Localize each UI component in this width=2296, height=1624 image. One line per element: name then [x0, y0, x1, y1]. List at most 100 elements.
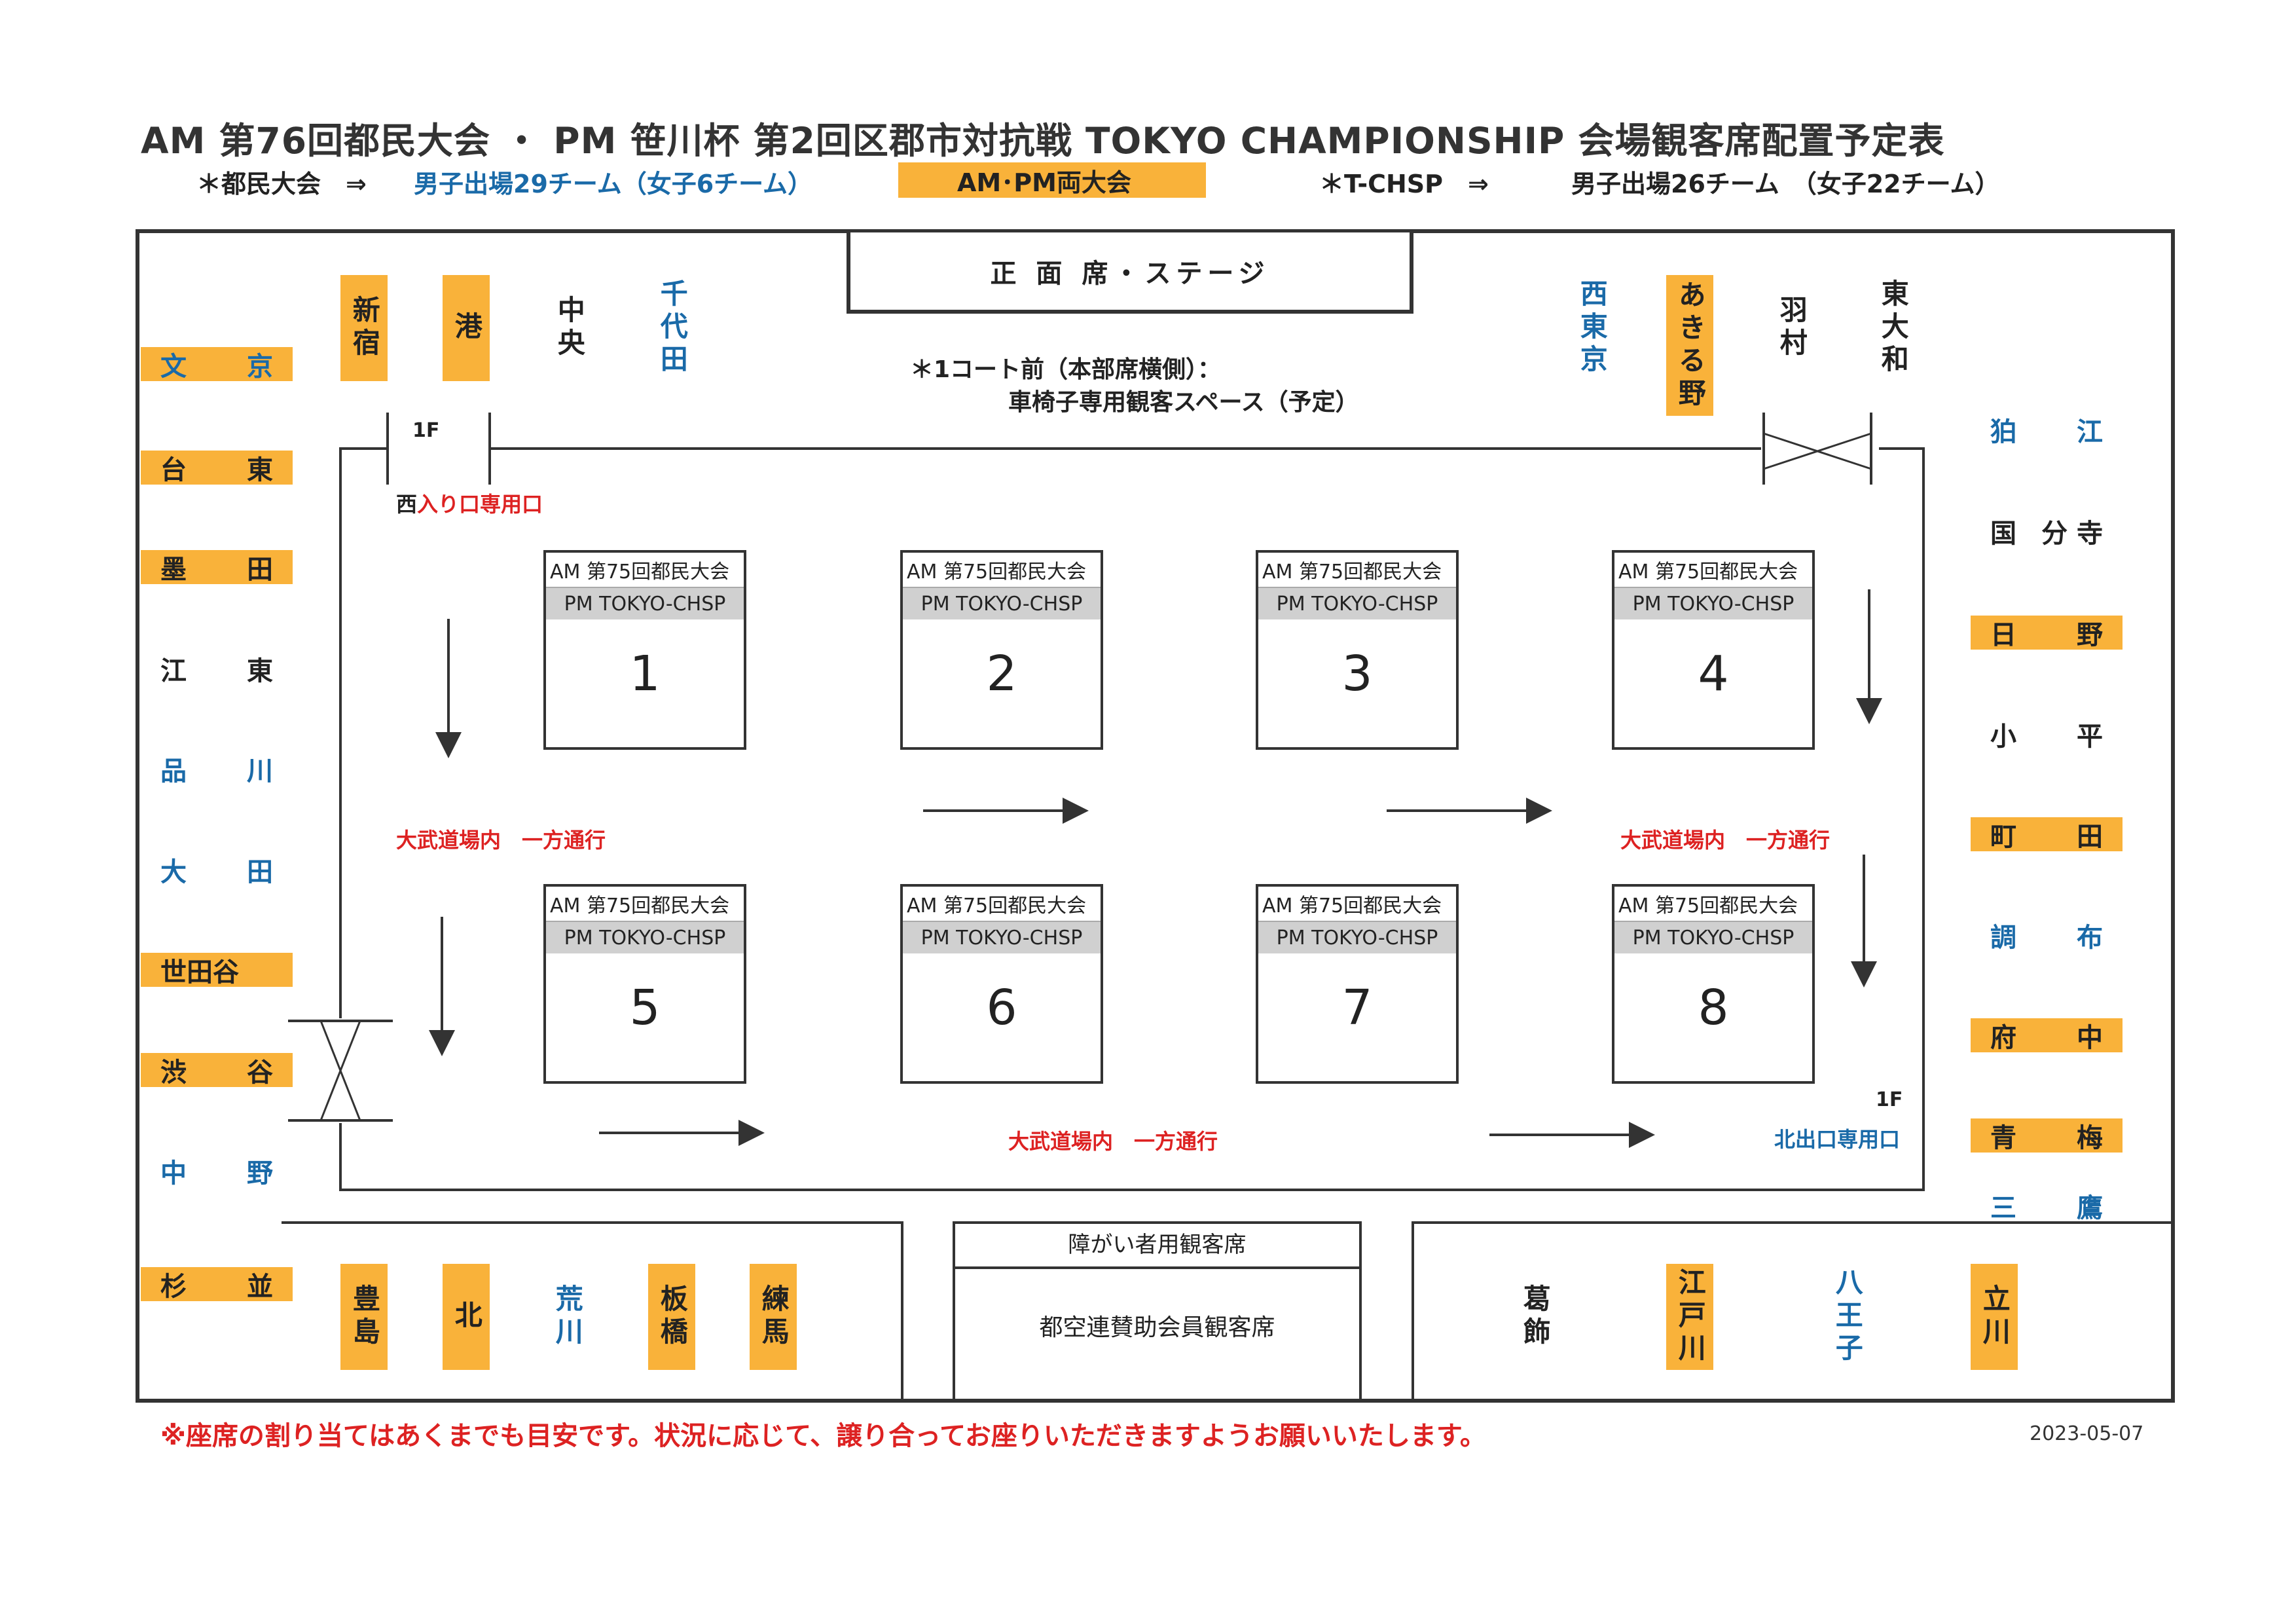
- seat-koto: 江東: [160, 656, 273, 686]
- oneway-label-east: 大武道場内 一方通行: [1620, 828, 1831, 853]
- seat-shibuya: 渋谷: [141, 1053, 293, 1088]
- seat-sumida: 墨田: [141, 550, 293, 585]
- bottom-left-seat-line: [282, 1221, 903, 1224]
- court-number: 7: [1341, 980, 1373, 1036]
- member-seats-label: 都空連賛助会員観客席: [1039, 1314, 1275, 1341]
- seat-minato: 港: [443, 275, 490, 381]
- west-entrance-gap: [386, 413, 491, 485]
- west-entrance-label: 西入り口専用口: [396, 492, 543, 517]
- court-pm-label: PM TOKYO-CHSP: [1614, 588, 1812, 619]
- court-7: AM 第75回都民大会 PM TOKYO-CHSP 7: [1256, 884, 1459, 1084]
- north-exit-floor: 1F: [1876, 1088, 1903, 1111]
- closed-door-northeast-icon: [1761, 413, 1879, 485]
- court-number: 5: [629, 980, 661, 1036]
- arena-left-wall: [339, 447, 342, 1190]
- seat-arakawa: 荒川: [551, 1284, 584, 1350]
- bottom-right-seat-line: [1414, 1221, 2174, 1224]
- seat-machida: 町田: [1971, 817, 2123, 852]
- accessible-seats-label: 障がい者用観客席: [955, 1224, 1359, 1269]
- seat-nishitokyo: 西東京: [1576, 279, 1609, 377]
- seat-chofu: 調布: [1990, 923, 2103, 953]
- seat-shinjuku: 新宿: [340, 275, 388, 381]
- court-pm-label: PM TOKYO-CHSP: [546, 922, 744, 953]
- bottom-right-seat-edge: [1412, 1221, 1414, 1403]
- north-exit-label: 北出口専用口: [1774, 1127, 1901, 1152]
- court-am-label: AM 第75回都民大会: [1614, 553, 1812, 588]
- court-number: 1: [629, 646, 661, 702]
- court-pm-label: PM TOKYO-CHSP: [546, 588, 744, 619]
- seat-higashiyamato: 東大和: [1877, 279, 1910, 377]
- wheelchair-note-line2: 車椅子専用観客スペース（予定）: [1008, 389, 1359, 416]
- seat-ota: 大田: [160, 857, 273, 887]
- court-pm-label: PM TOKYO-CHSP: [903, 588, 1101, 619]
- seat-taito: 台東: [141, 451, 293, 485]
- seat-ome: 青梅: [1971, 1118, 2123, 1153]
- seat-kita: 北: [443, 1264, 490, 1370]
- seat-mitaka: 三鷹: [1990, 1193, 2103, 1223]
- court-1: AM 第75回都民大会 PM TOKYO-CHSP 1: [543, 550, 746, 750]
- closed-door-west-icon: [288, 1018, 393, 1123]
- seat-tachikawa: 立川: [1971, 1264, 2018, 1370]
- court-number: 8: [1698, 980, 1729, 1036]
- arena-right-wall: [1922, 447, 1925, 1190]
- court-2: AM 第75回都民大会 PM TOKYO-CHSP 2: [900, 550, 1103, 750]
- wheelchair-note-line1: ＊1コート前（本部席横側）：: [910, 356, 1222, 383]
- court-am-label: AM 第75回都民大会: [546, 553, 744, 588]
- court-pm-label: PM TOKYO-CHSP: [903, 922, 1101, 953]
- court-pm-label: PM TOKYO-CHSP: [1258, 588, 1456, 619]
- seat-shinagawa: 品川: [160, 756, 273, 786]
- seat-edogawa: 江戸川: [1666, 1264, 1713, 1370]
- court-8: AM 第75回都民大会 PM TOKYO-CHSP 8: [1612, 884, 1815, 1084]
- subtitle-right-value: 男子出場26チーム （女子22チーム）: [1571, 170, 2000, 198]
- court-am-label: AM 第75回都民大会: [546, 887, 744, 922]
- member-seat-box: 障がい者用観客席 都空連賛助会員観客席: [953, 1221, 1362, 1403]
- seat-hamura: 羽村: [1776, 295, 1808, 361]
- court-pm-label: PM TOKYO-CHSP: [1614, 922, 1812, 953]
- court-number: 3: [1341, 646, 1373, 702]
- oneway-label-west: 大武道場内 一方通行: [396, 828, 606, 853]
- seat-kodaira: 小平: [1990, 722, 2103, 752]
- footer-note: ※座席の割り当てはあくまでも目安です。状況に応じて、譲り合ってお座りいただきます…: [160, 1421, 1486, 1451]
- seat-itabashi: 板橋: [648, 1264, 695, 1370]
- court-am-label: AM 第75回都民大会: [1258, 887, 1456, 922]
- seat-nakano: 中野: [160, 1158, 273, 1189]
- legend-both-events: AM･PM両大会: [898, 162, 1206, 198]
- oneway-label-south: 大武道場内 一方通行: [1008, 1129, 1218, 1154]
- court-number: 2: [986, 646, 1017, 702]
- seat-suginami: 杉並: [141, 1267, 293, 1302]
- court-3: AM 第75回都民大会 PM TOKYO-CHSP 3: [1256, 550, 1459, 750]
- stage-front-seats: 正 面 席・ステージ: [847, 232, 1413, 314]
- court-number: 4: [1698, 646, 1729, 702]
- arena-bottom-wall: [339, 1189, 1925, 1191]
- seat-katsushika: 葛飾: [1519, 1284, 1552, 1350]
- seat-chiyoda: 千代田: [656, 279, 689, 377]
- seat-setagaya: 世田谷: [141, 953, 293, 987]
- seat-komae: 狛江: [1990, 417, 2103, 447]
- court-number: 6: [986, 980, 1017, 1036]
- venue-outline: [136, 229, 2175, 1403]
- west-entrance-floor: 1F: [412, 419, 440, 442]
- court-am-label: AM 第75回都民大会: [1614, 887, 1812, 922]
- subtitle-left-label: ＊都民大会 ⇒: [196, 170, 367, 198]
- page-title: AM 第76回都民大会 ・ PM 笹川杯 第2回区郡市対抗戦 TOKYO CHA…: [141, 120, 1945, 162]
- court-am-label: AM 第75回都民大会: [1258, 553, 1456, 588]
- court-6: AM 第75回都民大会 PM TOKYO-CHSP 6: [900, 884, 1103, 1084]
- court-5: AM 第75回都民大会 PM TOKYO-CHSP 5: [543, 884, 746, 1084]
- seat-fuchu: 府中: [1971, 1018, 2123, 1053]
- seat-hino: 日野: [1971, 616, 2123, 650]
- subtitle-right-label: ＊T-CHSP ⇒: [1319, 170, 1489, 198]
- subtitle-left-value: 男子出場29チーム（女子6チーム）: [414, 170, 813, 198]
- court-4: AM 第75回都民大会 PM TOKYO-CHSP 4: [1612, 550, 1815, 750]
- seat-hachioji: 八王子: [1831, 1268, 1864, 1366]
- document-date: 2023-05-07: [2030, 1422, 2144, 1445]
- seat-chuo: 中央: [553, 295, 586, 361]
- bottom-left-seat-edge: [901, 1221, 903, 1403]
- court-pm-label: PM TOKYO-CHSP: [1258, 922, 1456, 953]
- seat-toshima: 豊島: [340, 1264, 388, 1370]
- seat-bunkyo: 文京: [141, 347, 293, 382]
- seat-kokubunji: 国分 寺: [1990, 519, 2103, 549]
- court-am-label: AM 第75回都民大会: [903, 887, 1101, 922]
- court-am-label: AM 第75回都民大会: [903, 553, 1101, 588]
- seat-akiruno: あきる野: [1666, 275, 1713, 416]
